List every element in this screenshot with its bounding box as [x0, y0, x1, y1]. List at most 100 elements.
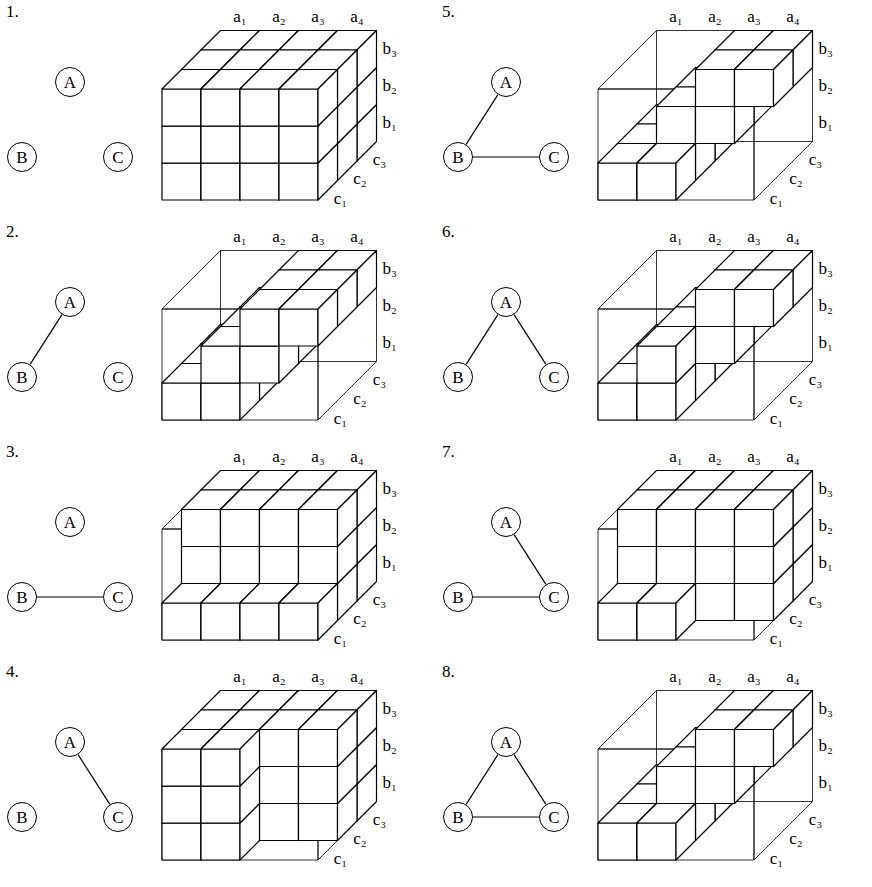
cube-face	[696, 730, 735, 767]
a-axis-label: a₂	[272, 448, 285, 467]
cube-face	[338, 270, 358, 327]
variable-name: A	[64, 514, 76, 531]
bounding-box-line	[162, 309, 318, 420]
cube-face	[299, 510, 338, 547]
variable-circle: A	[55, 67, 85, 97]
c-axis-label: c₁	[334, 190, 347, 209]
b-axis-label: b₃	[819, 700, 833, 719]
panel-number: 8.	[442, 663, 455, 682]
panel-number: 6.	[442, 223, 455, 242]
cube-face	[299, 767, 338, 804]
variable-circle: C	[103, 362, 133, 392]
a-axis-label: a₂	[272, 8, 285, 27]
cube-face	[279, 126, 318, 163]
cube-face	[793, 691, 813, 748]
c-axis-label: c₃	[373, 811, 386, 830]
cube-face	[201, 603, 240, 640]
variable-name: C	[548, 369, 559, 386]
variable-circle: A	[491, 507, 521, 537]
c-axis-label: c₂	[353, 170, 366, 189]
cube-face	[260, 730, 299, 767]
a-axis-label: a₄	[786, 8, 799, 27]
variable-name: A	[64, 294, 76, 311]
a-axis-label: a₁	[669, 448, 682, 467]
b-axis-label: b₁	[819, 114, 833, 133]
b-axis-label: b₃	[383, 480, 397, 499]
c-axis-label: c₁	[770, 410, 783, 429]
a-axis-label: a₃	[311, 8, 324, 27]
dependency-edge	[514, 755, 546, 805]
cube-face	[598, 823, 637, 860]
variable-circle: C	[103, 802, 133, 832]
cube-face	[637, 346, 676, 383]
b-axis-label: b₁	[383, 774, 397, 793]
variable-circle: A	[55, 727, 85, 757]
dependency-edge	[473, 156, 539, 157]
dependency-edge	[30, 315, 62, 365]
variable-name: C	[112, 149, 123, 166]
cube-face	[637, 163, 676, 200]
variable-name: C	[112, 369, 123, 386]
b-axis-label: b₃	[819, 260, 833, 279]
cube-face	[201, 163, 240, 200]
b-axis-label: b₂	[819, 517, 833, 536]
cube-stack	[162, 471, 377, 641]
a-axis-label: a₃	[747, 668, 760, 687]
a-axis-label: a₂	[272, 228, 285, 247]
b-axis-label: b₂	[819, 297, 833, 316]
a-axis-label: a₂	[272, 668, 285, 687]
cube-face	[774, 270, 794, 327]
cube-face	[657, 510, 696, 547]
cube-face	[735, 70, 774, 107]
a-axis-label: a₂	[708, 228, 721, 247]
cube-face	[182, 547, 221, 584]
variable-circle: C	[103, 582, 133, 612]
cube-face	[240, 126, 279, 163]
a-axis-label: a₄	[786, 448, 799, 467]
variable-name: C	[112, 809, 123, 826]
c-axis-label: c₃	[809, 371, 822, 390]
cube-face	[279, 163, 318, 200]
cube-face	[260, 547, 299, 584]
variable-circle: C	[539, 802, 569, 832]
a-axis-label: a₄	[350, 8, 363, 27]
c-axis-label: c₁	[770, 630, 783, 649]
cube-face	[240, 309, 279, 346]
cube-face	[735, 547, 774, 584]
cube-face	[676, 804, 696, 861]
variable-name: B	[452, 809, 463, 826]
b-axis-label: b₃	[819, 480, 833, 499]
cube-face	[162, 89, 201, 126]
variable-circle: C	[539, 362, 569, 392]
b-axis-label: b₁	[383, 334, 397, 353]
b-axis-label: b₂	[383, 297, 397, 316]
variable-circle: B	[7, 142, 37, 172]
c-axis-label: c₂	[789, 610, 802, 629]
cube-face	[598, 383, 637, 420]
cube-face	[201, 89, 240, 126]
c-axis-label: c₃	[373, 151, 386, 170]
cube-face	[162, 163, 201, 200]
variable-circle: C	[539, 142, 569, 172]
a-axis-label: a₄	[350, 448, 363, 467]
panel-number: 5.	[442, 3, 455, 22]
b-axis-label: b₁	[383, 114, 397, 133]
a-axis-label: a₃	[311, 668, 324, 687]
variable-name: C	[112, 589, 123, 606]
c-axis-label: c₁	[770, 850, 783, 869]
cube-face	[279, 89, 318, 126]
a-axis-label: a₄	[350, 228, 363, 247]
dependency-edge	[37, 596, 103, 597]
cube-face	[793, 251, 813, 308]
cube-face	[260, 510, 299, 547]
cube-face	[357, 31, 377, 88]
cube-face	[774, 50, 794, 107]
b-axis-label: b₂	[819, 737, 833, 756]
cube-face	[637, 823, 676, 860]
variable-circle: C	[103, 142, 133, 172]
a-axis-label: a₃	[747, 8, 760, 27]
variable-circle: A	[491, 287, 521, 317]
cube-face	[676, 584, 696, 641]
